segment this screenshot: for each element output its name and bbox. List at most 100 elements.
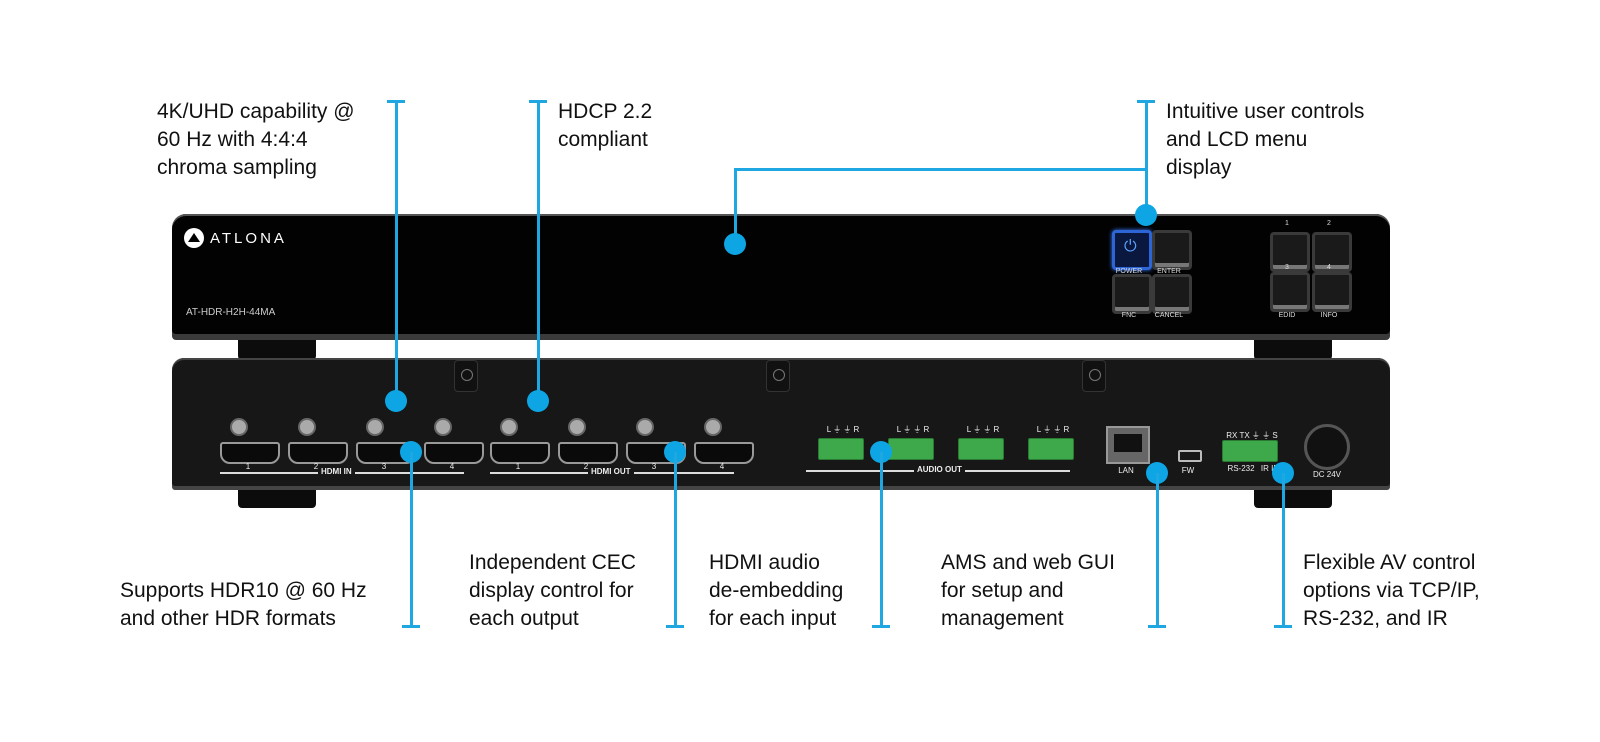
hdmi-in-3-label: 3 [381,462,387,471]
device-front-panel: ATLONA AT-HDR-H2H-44MA ⏻ POWER ENTER FNC… [172,214,1390,334]
hdmi-out-2-label: 2 [583,462,589,471]
audio-out-terminal-2[interactable] [888,438,934,460]
hdmi-in-label: HDMI IN [318,467,355,476]
ir-in-label: IR IN [1260,464,1280,473]
hdmi-in-4-label: 4 [449,462,455,471]
lan-label: LAN [1118,466,1134,475]
callout-hdr: Supports HDR10 @ 60 Hz and other HDR for… [120,579,367,630]
callout-ams: AMS and web GUI for setup and management [941,551,1115,630]
atlona-logo-icon [184,228,204,248]
hdmi-in-port-2[interactable] [288,442,348,464]
rs232-pin-labels: RX TX ⏚ ⏚ S [1226,431,1278,440]
cancel-button[interactable] [1152,274,1192,314]
input-2-button[interactable] [1312,232,1352,272]
callout-ams-cap [1148,625,1166,628]
input-4-label: 4 [1327,264,1331,271]
power-label: POWER [1115,268,1143,275]
hdmi-in-1-cec [230,418,248,436]
info-label: INFO [1320,312,1338,319]
callout-uhd-dot [385,390,407,412]
callout-control-cap [1274,625,1292,628]
callout-cec-line [674,452,677,626]
hdmi-out-port-2[interactable] [558,442,618,464]
brand-name: ATLONA [210,229,287,247]
input-1-label: 1 [1285,220,1289,227]
fw-label: FW [1181,466,1195,475]
model-number: AT-HDR-H2H-44MA [186,307,276,318]
input-4-button[interactable] [1312,272,1352,312]
hdmi-out-1-cec [500,418,518,436]
callout-controls-line [1145,100,1148,212]
callout-control: Flexible AV control options via TCP/IP, … [1303,551,1480,630]
hdmi-out-port-4[interactable] [694,442,754,464]
brand-logo: ATLONA [184,228,287,248]
callout-audio-line [880,452,883,626]
screw-icon [766,360,790,392]
callout-controls-dot-buttons [1135,204,1157,226]
hdmi-out-port-1[interactable] [490,442,550,464]
callout-hdr-line [410,452,413,626]
screw-icon [454,360,478,392]
hdmi-out-label: HDMI OUT [588,467,634,476]
audio-pin-labels: L ⏚ ⏚ R [1036,425,1070,434]
hdmi-out-3-label: 3 [651,462,657,471]
input-1-button[interactable] [1270,232,1310,272]
device-foot-left-bottom [238,486,316,508]
enter-button[interactable] [1152,230,1192,270]
device-foot-left-top [238,334,316,360]
hdmi-in-port-1[interactable] [220,442,280,464]
input-3-button[interactable] [1270,272,1310,312]
callout-controls-branch-drop [734,168,737,240]
device-foot-right-bottom [1254,486,1332,508]
edid-label: EDID [1278,312,1296,319]
hdmi-in-1-label: 1 [245,462,251,471]
power-icon: ⏻ [1124,238,1137,255]
audio-pin-labels: L ⏚ ⏚ R [896,425,930,434]
callout-hdcp-dot [527,390,549,412]
screw-icon [1082,360,1106,392]
callout-hdr-cap [402,625,420,628]
hdmi-out-1-label: 1 [515,462,521,471]
input-3-label: 3 [1285,264,1289,271]
callout-hdcp-line [537,100,540,400]
callout-audio: HDMI audio de-embedding for each input [709,551,844,630]
audio-out-terminal-4[interactable] [1028,438,1074,460]
audio-pin-labels: L ⏚ ⏚ R [826,425,860,434]
dc-power-jack[interactable] [1304,424,1350,470]
device-rear-panel: 1 2 3 4 HDMI IN 1 2 3 4 HDMI OUT L ⏚ ⏚ R… [172,358,1390,486]
hdmi-in-2-cec [298,418,316,436]
callout-audio-cap [872,625,890,628]
callout-controls-dot-lcd [724,233,746,255]
cancel-label: CANCEL [1154,312,1184,319]
audio-out-terminal-3[interactable] [958,438,1004,460]
enter-label: ENTER [1157,268,1181,275]
dc-label: DC 24V [1312,470,1341,479]
fnc-label: FNC [1121,312,1137,319]
rs232-ir-terminal[interactable] [1222,440,1278,462]
audio-out-terminal-1[interactable] [818,438,864,460]
callout-controls-branch [734,168,1148,171]
callout-uhd-line [395,100,398,400]
audio-pin-labels: L ⏚ ⏚ R [966,425,1000,434]
hdmi-out-2-cec [568,418,586,436]
lan-port[interactable] [1106,426,1150,464]
hdmi-in-3-cec [366,418,384,436]
callout-hdcp: HDCP 2.2 compliant [558,100,653,151]
fw-usb-port[interactable] [1178,450,1202,462]
hdmi-in-2-label: 2 [313,462,319,471]
callout-ams-line [1156,473,1159,626]
hdmi-in-4-cec [434,418,452,436]
hdmi-in-port-4[interactable] [424,442,484,464]
rs232-label: RS-232 [1227,464,1255,473]
callout-control-line [1282,473,1285,626]
input-2-label: 2 [1327,220,1331,227]
lan-socket [1114,434,1142,452]
audio-out-label: AUDIO OUT [914,465,965,474]
fnc-button[interactable] [1112,274,1152,314]
hdmi-out-4-cec [704,418,722,436]
power-button[interactable]: ⏻ [1112,230,1152,270]
hdmi-out-4-label: 4 [719,462,725,471]
hdmi-out-3-cec [636,418,654,436]
callout-cec: Independent CEC display control for each… [469,551,636,630]
callout-controls: Intuitive user controls and LCD menu dis… [1166,100,1365,179]
